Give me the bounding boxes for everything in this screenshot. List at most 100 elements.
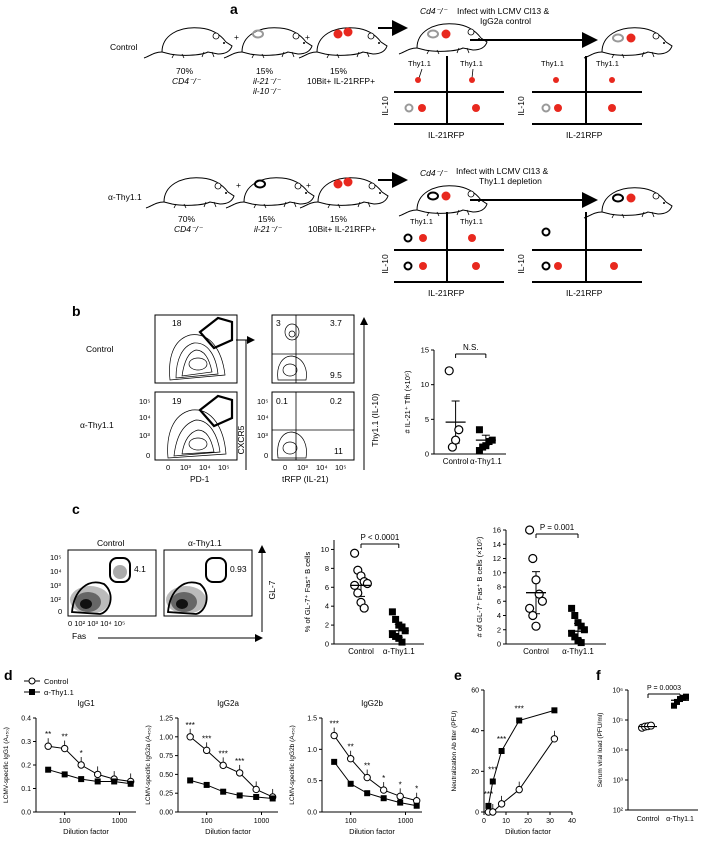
category-label: α-Thy1.1 — [470, 457, 502, 466]
data-point-depl — [568, 629, 576, 637]
data-point-control — [235, 769, 244, 777]
control-mouse2-pct: 15% — [256, 66, 273, 76]
svg-text:10⁴: 10⁴ — [257, 413, 269, 422]
data-point-depl — [577, 622, 585, 630]
mouse-icon — [583, 27, 673, 59]
data-point-depl — [568, 604, 576, 612]
data-point-depl — [482, 442, 490, 450]
c-yaxis-gl7: GL-7 — [267, 580, 277, 599]
red-cell-icon — [333, 179, 343, 189]
y-tick-label: 2 — [325, 621, 329, 630]
data-point-depl — [61, 771, 68, 778]
data-point-control — [350, 548, 360, 558]
significance-label: P = 0.0003 — [647, 685, 681, 692]
data-point-depl — [45, 766, 52, 773]
data-point-depl — [111, 778, 118, 785]
svg-text:10⁵: 10⁵ — [335, 463, 346, 472]
red-cell-icon — [626, 33, 636, 43]
data-point-control — [363, 773, 371, 782]
chart-title: IgG2a — [217, 699, 239, 708]
svg-text:IL-21RFP: IL-21RFP — [566, 130, 603, 140]
black-cell-icon — [612, 193, 624, 203]
b-yaxis-thy: Thy1.1 (IL-10) — [370, 393, 380, 447]
series-line-control — [189, 736, 273, 798]
y-tick-label: 10⁶ — [612, 688, 623, 695]
control-recipient: Cd4⁻/⁻ — [420, 6, 448, 16]
y-tick-label: 8 — [325, 564, 329, 573]
significance-stars: *** — [488, 766, 497, 775]
svg-text:IL-10: IL-10 — [516, 254, 526, 274]
data-point-control — [528, 610, 538, 621]
svg-text:10⁴: 10⁴ — [139, 413, 151, 422]
y-tick-label: 10 — [321, 545, 329, 554]
data-point-control — [528, 553, 538, 564]
y-tick-label: 0.5 — [307, 778, 317, 785]
series-line-control — [48, 745, 131, 782]
data-point-depl — [347, 780, 354, 787]
data-point-depl — [187, 777, 194, 784]
svg-text:10³: 10³ — [139, 431, 150, 440]
plus-sign: + — [306, 180, 311, 190]
panel-a: a Control 70% CD4⁻/⁻ + 15% il-21⁻/⁻ il-1… — [108, 1, 673, 298]
x-tick-label: 10 — [502, 818, 510, 825]
y-tick-label: 0.3 — [21, 739, 31, 746]
data-point-control — [44, 742, 52, 750]
series-line-depl — [190, 779, 273, 799]
c-title-depl: α-Thy1.1 — [188, 538, 222, 548]
data-point-control — [454, 425, 464, 435]
y-tick-label: 5 — [425, 415, 429, 424]
svg-text:Thy1.1: Thy1.1 — [460, 217, 483, 226]
mouse-icon — [583, 187, 673, 219]
y-tick-label: 0.1 — [21, 786, 31, 793]
depl-recipient: Cd4⁻/⁻ — [420, 168, 448, 178]
data-point-depl — [571, 633, 579, 641]
data-point-control — [219, 761, 227, 770]
svg-text:Thy1.1: Thy1.1 — [596, 59, 619, 68]
panel-b-label: b — [72, 303, 81, 319]
series-line-control — [488, 738, 555, 813]
svg-text:4.1: 4.1 — [134, 564, 146, 574]
data-point-control — [330, 731, 338, 740]
data-point-control — [531, 575, 541, 585]
control-infect-line1: Infect with LCMV Cl13 & — [457, 6, 549, 16]
depl-infect-line1: Infect with LCMV Cl13 & — [456, 166, 548, 176]
data-point-control — [550, 735, 559, 743]
category-label: Control — [348, 647, 374, 656]
data-point-depl — [331, 758, 338, 765]
y-tick-label: 20 — [471, 769, 479, 776]
y-tick-label: 10³ — [613, 778, 624, 785]
c-xaxis-fas: Fas — [72, 631, 86, 641]
data-point-control — [186, 733, 194, 741]
facs-fas-depl: 0.93 — [163, 549, 253, 617]
black-cell-icon — [427, 191, 439, 201]
data-point-control — [93, 770, 102, 779]
panel-d-label: d — [4, 667, 13, 683]
y-tick-label: 10⁴ — [612, 748, 623, 755]
significance-stars: * — [382, 774, 385, 783]
x-tick-label: 30 — [546, 818, 554, 825]
x-axis-label: Dilution factor — [205, 827, 251, 836]
red-cell-icon — [333, 29, 343, 39]
facs-pd1-control: 18 — [154, 314, 238, 384]
x-tick-label: 100 — [59, 818, 71, 825]
significance-stars: *** — [484, 790, 493, 799]
x-tick-label: 0 — [482, 818, 486, 825]
data-point-depl — [392, 615, 400, 623]
significance-stars: ** — [62, 733, 68, 742]
y-tick-label: 0 — [325, 640, 329, 649]
data-point-depl — [395, 634, 403, 642]
y-tick-label: 2 — [497, 625, 501, 634]
b-yaxis-cxcr5: CXCR5 — [236, 425, 246, 454]
x-tick-label: 100 — [345, 818, 357, 825]
y-tick-label: 0 — [497, 640, 501, 649]
category-label: α-Thy1.1 — [666, 816, 694, 823]
x-tick-label: 20 — [524, 818, 532, 825]
data-point-depl — [498, 748, 505, 754]
control-mouse1-pct: 70% — [176, 66, 193, 76]
svg-text:IL-21RFP: IL-21RFP — [428, 130, 465, 140]
